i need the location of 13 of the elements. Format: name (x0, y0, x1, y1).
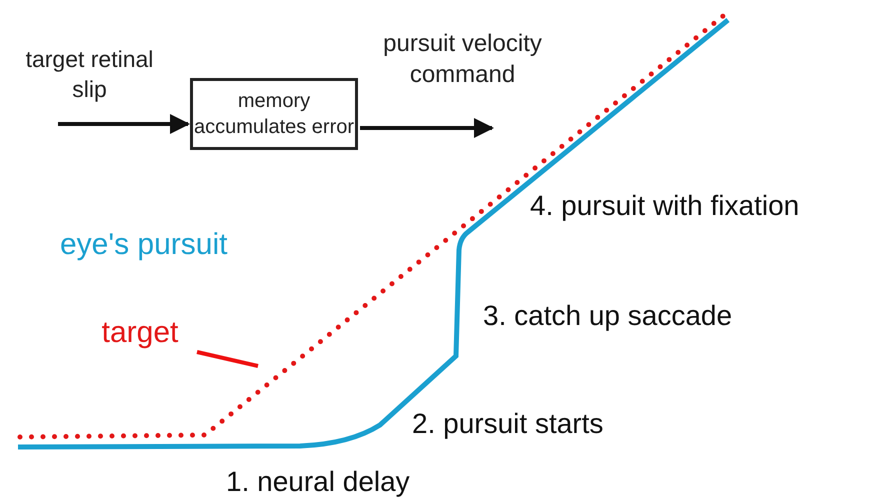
annotation-label: 1. neural delay (226, 466, 410, 498)
box-label: memory accumulates error (193, 89, 355, 140)
text-label: pursuit velocity command (382, 29, 543, 90)
annotation-label: 4. pursuit with fixation (530, 190, 800, 222)
text-label: target (100, 314, 180, 350)
annotation-label: 3. catch up saccade (483, 300, 732, 332)
arrow (58, 114, 190, 134)
annotation-label: 2. pursuit starts (412, 408, 604, 440)
annotation-label: eye's pursuit (60, 228, 228, 262)
leader-line (196, 350, 258, 368)
arrow (360, 118, 494, 138)
text-label: target retinal slip (24, 45, 154, 104)
process-box (190, 78, 358, 150)
